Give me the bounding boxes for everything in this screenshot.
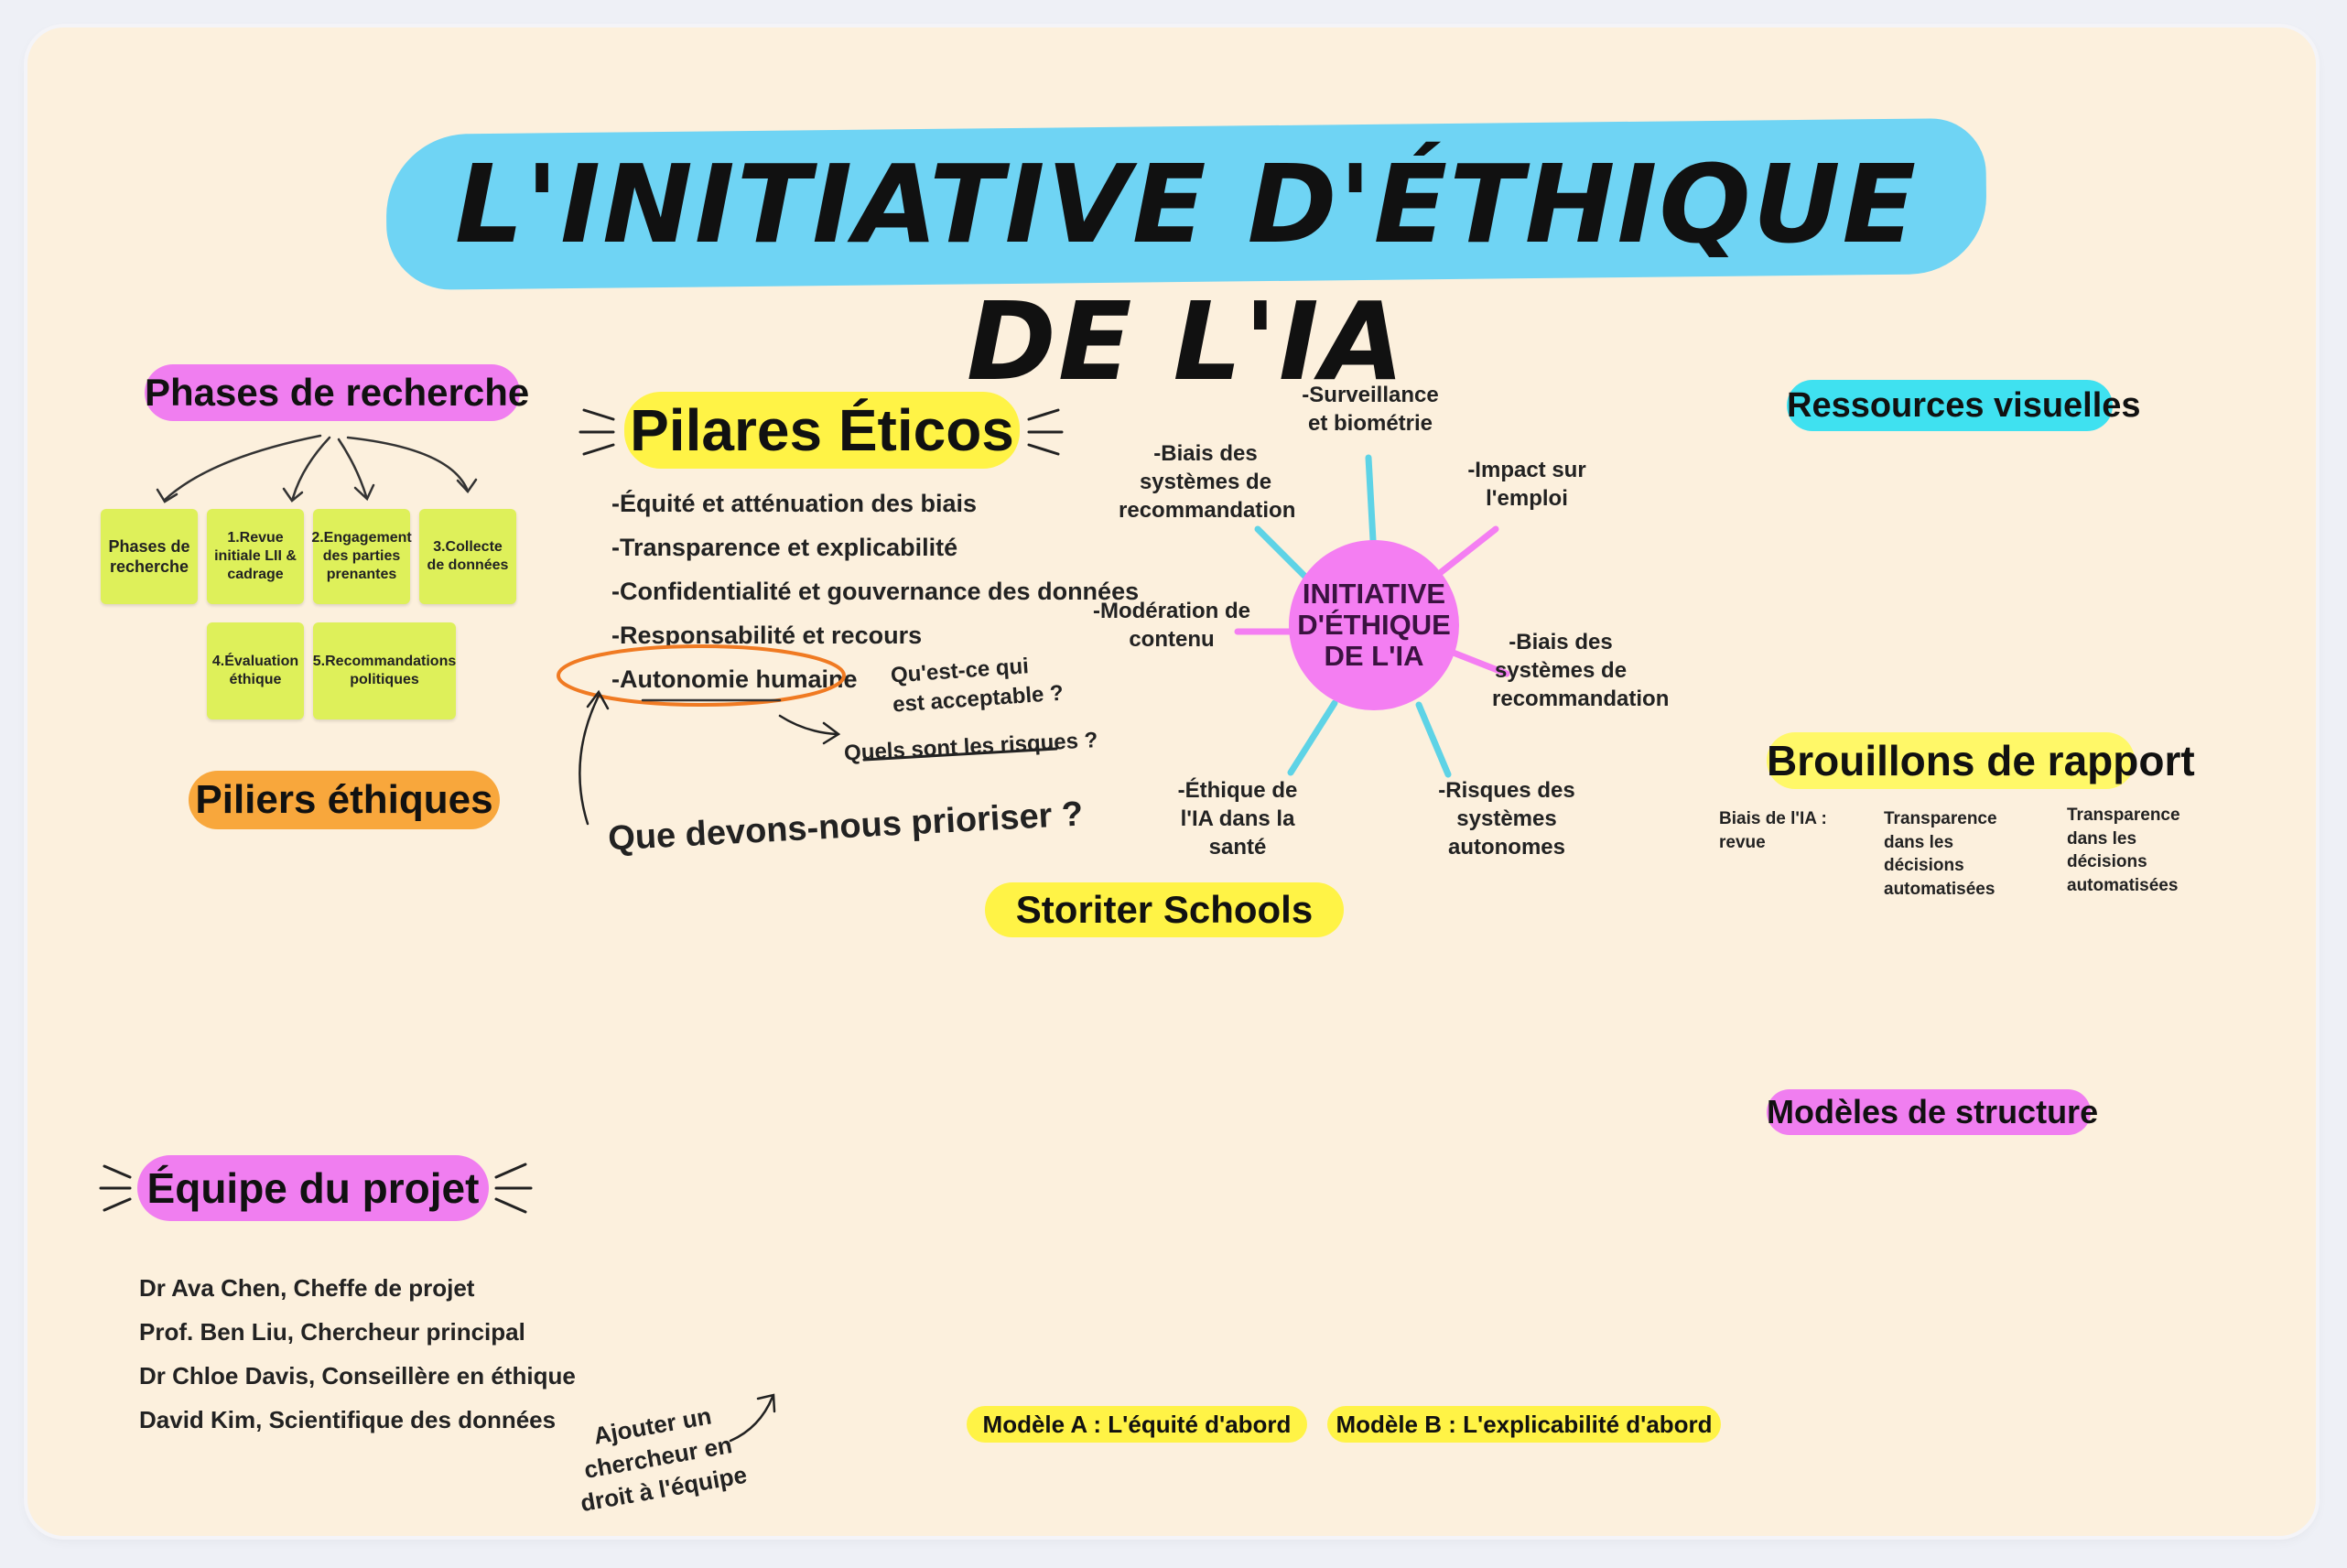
pillar-item-2[interactable]: -Transparence et explicabilité: [611, 534, 958, 561]
draft-note-2[interactable]: Transparence dans les décisions automati…: [1884, 809, 1997, 899]
research-phases-heading[interactable]: Phases de recherche: [145, 364, 529, 421]
mindmap-spokes: [1234, 454, 1510, 778]
spoke-content-moderation[interactable]: -Modération de contenu: [1093, 599, 1250, 653]
pilares-heading[interactable]: Pilares Éticos: [624, 392, 1020, 469]
whiteboard-canvas[interactable]: L'INITIATIVE D'ÉTHIQUE DE L'IA Phases de…: [27, 27, 2316, 1536]
templates-heading[interactable]: Modèles de structure: [1767, 1089, 2098, 1135]
sticky-phase-3[interactable]: 3.Collecte de données: [419, 509, 516, 604]
draft-note-3[interactable]: Transparence dans les décisions automati…: [2067, 806, 2180, 895]
team-heading[interactable]: Équipe du projet: [137, 1155, 489, 1221]
pillar-item-1[interactable]: -Équité et atténuation des biais: [611, 490, 978, 517]
autonomy-annotations: [557, 644, 1058, 826]
team-member-2[interactable]: Prof. Ben Liu, Chercheur principal: [139, 1318, 525, 1346]
mindmap-center[interactable]: INITIATIVE D'ÉTHIQUE DE L'IA: [1289, 540, 1459, 710]
research-phases-arrows: [156, 434, 478, 503]
pilares-emphasis-marks: [579, 408, 1064, 456]
add-researcher-arrow: [729, 1393, 776, 1443]
sticky-phase-5[interactable]: 5.Recommandations politiques: [313, 622, 456, 719]
visual-resources-heading[interactable]: Ressources visuelles: [1787, 380, 2141, 431]
board-title[interactable]: L'INITIATIVE D'ÉTHIQUE DE L'IA: [454, 141, 1919, 405]
team-member-1[interactable]: Dr Ava Chen, Cheffe de projet: [139, 1274, 475, 1302]
model-b-label[interactable]: Modèle B : L'explicabilité d'abord: [1327, 1406, 1721, 1443]
team-member-3[interactable]: Dr Chloe Davis, Conseillère en éthique: [139, 1362, 576, 1390]
team-member-4[interactable]: David Kim, Scientifique des données: [139, 1406, 557, 1433]
spoke-recommendation-bias-left[interactable]: -Biais des systèmes de recommandation: [1119, 441, 1296, 524]
storiter-schools-label[interactable]: Storiter Schools: [985, 882, 1344, 937]
spoke-health-ethics[interactable]: -Éthique de l'IA dans la santé: [1177, 778, 1298, 860]
spoke-surveillance[interactable]: -Surveillance et biométrie: [1302, 383, 1439, 437]
spoke-autonomous-risks[interactable]: -Risques des systèmes autonomes: [1438, 778, 1575, 860]
sticky-phase-4[interactable]: 4.Évaluation éthique: [207, 622, 304, 719]
sticky-phase-2[interactable]: 2.Engagement des parties prenantes: [311, 509, 412, 604]
pillar-item-3[interactable]: -Confidentialité et gouvernance des donn…: [611, 578, 1140, 605]
team-emphasis-marks: [99, 1162, 533, 1214]
spoke-employment[interactable]: -Impact sur l'emploi: [1467, 458, 1586, 512]
ethical-pillars-label[interactable]: Piliers éthiques: [189, 771, 500, 829]
drafts-heading[interactable]: Brouillons de rapport: [1767, 732, 2195, 789]
draft-note-1[interactable]: Biais de l'IA : revue: [1719, 809, 1827, 852]
pillar-item-5[interactable]: -Autonomie humaine: [611, 665, 858, 693]
pillar-item-4[interactable]: -Responsabilité et recours: [611, 622, 923, 649]
model-a-label[interactable]: Modèle A : L'équité d'abord: [967, 1406, 1307, 1443]
sticky-phases[interactable]: Phases de recherche: [101, 509, 198, 604]
sticky-phase-1[interactable]: 1.Revue initiale LII & cadrage: [207, 509, 304, 604]
